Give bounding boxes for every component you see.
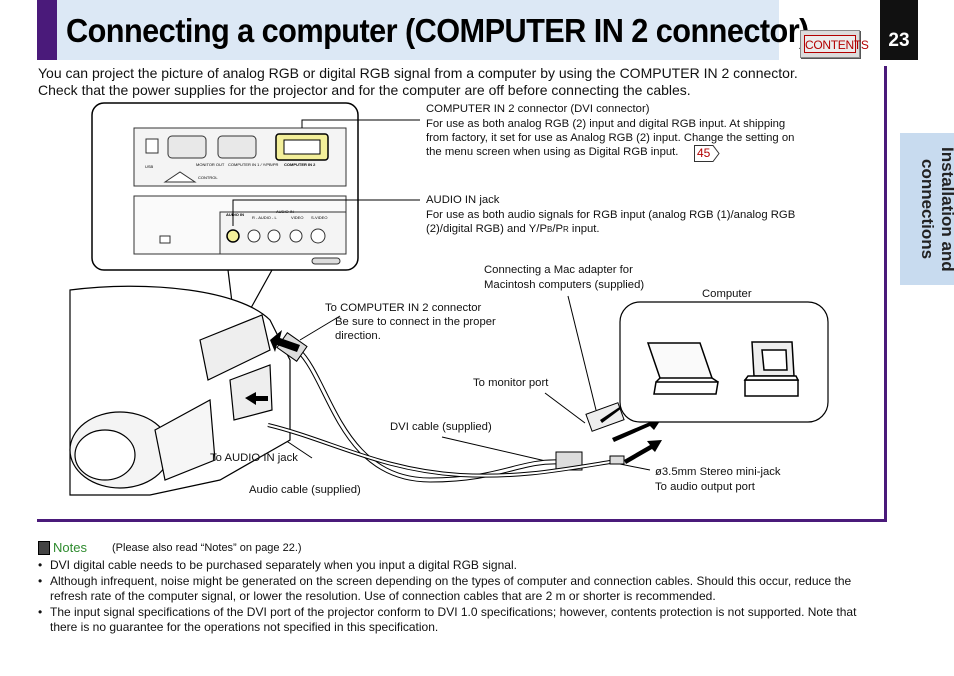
intro-line-2: Check that the power supplies for the pr… (38, 82, 691, 98)
page-title: Connecting a computer (COMPUTER IN 2 con… (66, 12, 809, 49)
to-audio-in-label: To AUDIO IN jack (210, 452, 298, 464)
computer-in2-title: COMPUTER IN 2 connector (DVI connector) (426, 103, 650, 115)
notes-bullet-1: DVI digital cable needs to be purchased … (50, 558, 517, 572)
laptop-illustration (646, 342, 719, 395)
notes-icon (38, 541, 50, 555)
side-tab-label-line1: Installation and (938, 146, 954, 272)
panel-label-usb: USB (145, 164, 154, 169)
frame-right-border (884, 66, 887, 522)
frame-bottom-border (37, 519, 887, 522)
notes-subtitle: (Please also read “Notes” on page 22.) (112, 542, 302, 554)
mac-adapter-label-1: Connecting a Mac adapter for (484, 264, 633, 276)
panel-label-computer-in2: COMPUTER IN 2 (284, 162, 316, 167)
bullet-dot-2: • (38, 574, 43, 588)
panel-label-video: VIDEO (291, 215, 303, 220)
panel-label-monitor-out: MONITOR OUT (196, 162, 225, 167)
page-ref-45: 45 (697, 146, 711, 160)
to-audio-out-label: To audio output port (655, 481, 755, 493)
computer-in2-desc-3: the menu screen when using as Digital RG… (426, 146, 679, 158)
computer-label: Computer (702, 288, 752, 300)
to-monitor-port-label: To monitor port (473, 377, 549, 389)
notes-bullet-2-line-1: Although infrequent, noise might be gene… (50, 574, 852, 588)
dvi-cable-label: DVI cable (supplied) (390, 421, 492, 433)
panel-label-control: CONTROL (198, 175, 218, 180)
panel-label-lr-audio: R - AUDIO - L (252, 215, 277, 220)
title-accent-stripe (37, 0, 57, 60)
desktop-illustration (743, 341, 800, 397)
bullet-dot-1: • (38, 558, 43, 572)
direction-note-1: Be sure to connect in the proper (335, 316, 496, 328)
rear-panel-callout: USB MONITOR OUT COMPUTER IN 1 / Y/PB/PR … (91, 102, 359, 271)
mac-adapter-label-2: Macintosh computers (supplied) (484, 279, 645, 291)
computer-in2-desc-1: For use as both analog RGB (2) input and… (426, 118, 786, 130)
notes-bullet-3-line-2: there is no guarantee for the operations… (50, 620, 439, 634)
dvi-cable (276, 332, 583, 483)
notes-bullet-3-line-1: The input signal specifications of the D… (50, 605, 857, 619)
side-tab-label-line2: connections (918, 158, 937, 260)
computer-area (619, 301, 829, 423)
stereo-jack-label: ø3.5mm Stereo mini-jack (655, 466, 781, 478)
audio-in-desc-1: For use as both audio signals for RGB in… (426, 209, 796, 221)
direction-arrows (245, 330, 662, 464)
audio-in-desc-2: (2)/digital RGB) and Y/PB/PR input. (426, 223, 600, 235)
page-ref-45-link[interactable]: 45 (694, 145, 720, 162)
audio-in-title: AUDIO IN jack (426, 194, 500, 206)
panel-label-audio-in-2: AUDIO IN (276, 209, 294, 214)
notes-label: Notes (53, 540, 87, 555)
title-bar (37, 0, 779, 60)
projector-illustration (69, 285, 291, 496)
panel-label-s-video: S-VIDEO (311, 215, 327, 220)
page-ref-arrow-icon (694, 145, 720, 162)
page-number: 23 (888, 30, 910, 51)
notes-bullet-2-line-2: refresh rate of the computer signal, or … (50, 589, 716, 603)
contents-button[interactable]: CONTENTS (800, 30, 869, 58)
contents-button-label: CONTENTS (804, 35, 869, 53)
panel-label-audio-in: AUDIO IN (226, 212, 244, 217)
side-tab[interactable] (900, 133, 954, 285)
intro-line-1: You can project the picture of analog RG… (38, 65, 798, 81)
direction-note-2: direction. (335, 330, 381, 342)
audio-cable-label: Audio cable (supplied) (249, 484, 361, 496)
computer-in2-desc-2: from factory, it set for use as Analog R… (426, 132, 795, 144)
panel-label-computer-in1: COMPUTER IN 1 / Y/PB/PR (228, 162, 278, 167)
page-number-box (880, 0, 918, 60)
bullet-dot-3: • (38, 605, 43, 619)
side-tab-label: Installation and connections (903, 133, 954, 285)
to-computer-in2-label: To COMPUTER IN 2 connector (325, 302, 482, 314)
